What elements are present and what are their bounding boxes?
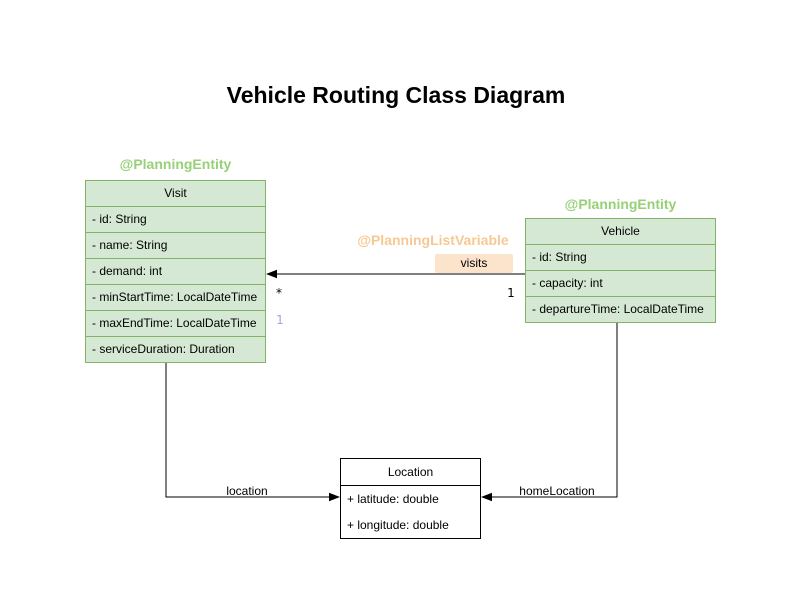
visits-index-label: 1	[276, 313, 284, 327]
visit-class-box[interactable]: Visit - id: String - name: String - dema…	[85, 180, 266, 363]
visit-attribute-service-duration: - serviceDuration: Duration	[86, 336, 265, 362]
visit-planning-entity-annotation: @PlanningEntity	[119, 156, 232, 172]
visit-attribute-max-end-time: - maxEndTime: LocalDateTime	[86, 310, 265, 336]
home-location-arrowhead-icon	[481, 492, 492, 502]
visits-target-multiplicity: *	[276, 286, 282, 300]
vehicle-planning-entity-annotation: @PlanningEntity	[564, 196, 677, 212]
diagram-title: Vehicle Routing Class Diagram	[226, 82, 566, 108]
location-class-box[interactable]: Location + latitude: double + longitude:…	[340, 458, 481, 539]
home-location-edge-label: homeLocation	[519, 484, 595, 498]
location-arrowhead-icon	[329, 492, 340, 502]
location-attribute-latitude: + latitude: double	[347, 492, 439, 506]
home-location-edge-line	[488, 323, 618, 498]
visit-attribute-demand: - demand: int	[86, 258, 265, 284]
visit-attribute-name: - name: String	[86, 232, 265, 258]
visit-attribute-id: - id: String	[86, 206, 265, 232]
vehicle-attribute-departure-time: - departureTime: LocalDateTime	[526, 296, 715, 322]
vehicle-class-name: Vehicle	[601, 224, 640, 238]
visits-arrowhead-icon	[266, 269, 277, 279]
location-edge-label: location	[226, 484, 268, 498]
visits-source-multiplicity: 1	[507, 286, 515, 300]
visit-class-name: Visit	[164, 186, 187, 200]
vehicle-attribute-id: - id: String	[526, 244, 715, 270]
vehicle-attribute-capacity: - capacity: int	[526, 270, 715, 296]
visit-attribute-min-start-time: - minStartTime: LocalDateTime	[86, 284, 265, 310]
location-class-name: Location	[341, 459, 480, 486]
location-attribute-longitude: + longitude: double	[347, 518, 449, 532]
visits-edge-label[interactable]: visits	[435, 254, 513, 273]
planning-list-variable-annotation: @PlanningListVariable	[357, 232, 509, 248]
vehicle-class-box[interactable]: Vehicle - id: String - capacity: int - d…	[525, 218, 716, 323]
location-edge-line	[165, 363, 333, 498]
